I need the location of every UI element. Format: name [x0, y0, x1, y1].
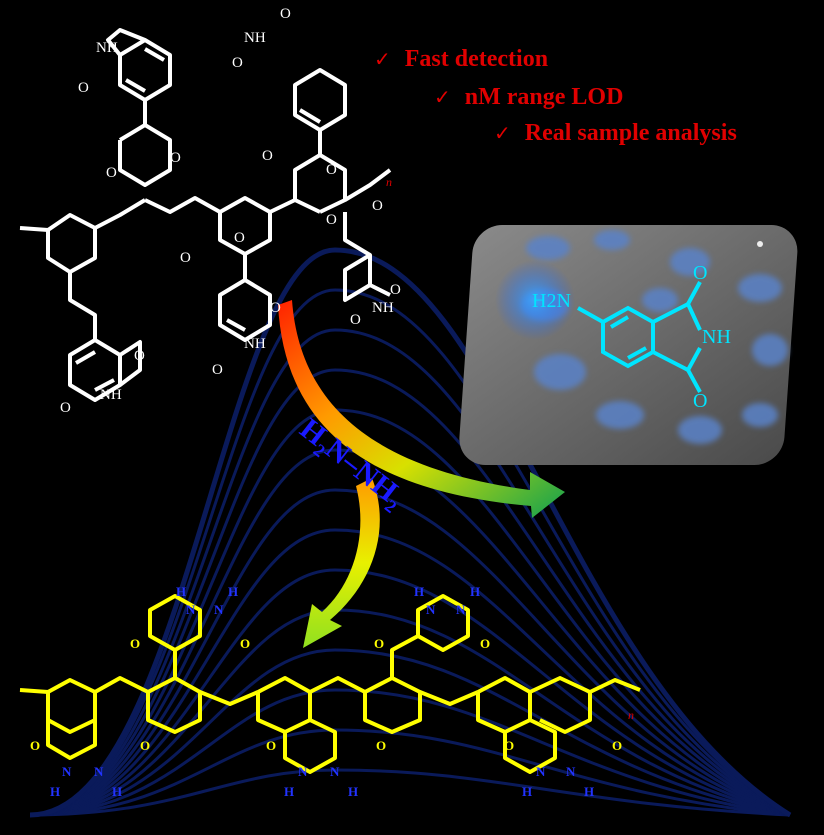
- fluorophore-nh: NH: [702, 326, 731, 348]
- claim-nm-lod: ✓ nM range LOD: [434, 84, 623, 111]
- product-o-4: O: [480, 636, 491, 651]
- product-n-8: N: [330, 764, 340, 779]
- probe-nh-2: NH: [244, 30, 266, 46]
- probe-o-13: O: [212, 362, 223, 378]
- cell-imaging-panel: [459, 225, 798, 465]
- probe-nh-1: NH: [96, 40, 118, 56]
- spectrum-curve: [29, 768, 791, 817]
- product-o-5: O: [30, 738, 41, 753]
- probe-o-12: O: [270, 300, 281, 316]
- product-o-7: O: [266, 738, 277, 753]
- probe-o-5: O: [232, 55, 243, 71]
- product-o-9: O: [504, 738, 515, 753]
- claim-real-sample: ✓ Real sample analysis: [494, 120, 737, 147]
- spectrum-curve: [29, 568, 791, 817]
- product-n-3: N: [426, 602, 436, 617]
- probe-o-2: O: [106, 165, 117, 181]
- fluorophore-o-bottom: O: [693, 390, 708, 412]
- product-h-5: H: [50, 784, 61, 799]
- probe-o-11: O: [372, 198, 383, 214]
- product-o-10: O: [612, 738, 623, 753]
- spectrum-curve: [29, 688, 791, 817]
- product-h-1: H: [176, 584, 187, 599]
- product-o-3: O: [374, 636, 385, 651]
- product-n-6: N: [94, 764, 104, 779]
- probe-polymer-structure: [19, 28, 392, 402]
- probe-o-15: O: [350, 312, 361, 328]
- reaction-arrows: [278, 300, 565, 648]
- probe-o-7: O: [326, 162, 337, 178]
- probe-o-3: O: [170, 150, 181, 166]
- check-icon: ✓: [494, 121, 511, 145]
- probe-nh-4: NH: [372, 300, 394, 316]
- product-h-2: H: [228, 584, 239, 599]
- product-h-3: H: [414, 584, 425, 599]
- spectrum-curve: [29, 488, 791, 817]
- product-o-2: O: [240, 636, 251, 651]
- spectrum-curve: [29, 528, 791, 817]
- probe-o-1: O: [78, 80, 89, 96]
- product-h-7: H: [284, 784, 295, 799]
- check-icon: ✓: [374, 47, 391, 71]
- product-n-5: N: [62, 764, 72, 779]
- probe-nh-5: NH: [100, 387, 122, 403]
- spectrum-curve: [29, 247, 792, 818]
- aminophthalimide-structure: [577, 281, 702, 393]
- probe-o-10: O: [326, 212, 337, 228]
- spectrum-curve: [29, 288, 791, 817]
- product-repeat-n: n: [628, 708, 634, 722]
- spectrum-curve: [29, 648, 791, 817]
- claim-text: Fast detection: [404, 46, 549, 72]
- product-n-1: N: [186, 602, 196, 617]
- product-h-6: H: [112, 784, 123, 799]
- probe-o-4: O: [280, 6, 291, 22]
- probe-repeat-n: n: [386, 175, 392, 189]
- product-n-10: N: [566, 764, 576, 779]
- product-o-8: O: [376, 738, 387, 753]
- probe-o-8: O: [180, 250, 191, 266]
- product-o-6: O: [140, 738, 151, 753]
- product-h-10: H: [584, 784, 595, 799]
- probe-o-14: O: [390, 282, 401, 298]
- product-n-4: N: [456, 602, 466, 617]
- probe-o-9: O: [234, 230, 245, 246]
- product-h-8: H: [348, 784, 359, 799]
- spectrum-curve: [29, 728, 791, 817]
- product-polymer-structure: [19, 594, 641, 774]
- product-h-9: H: [522, 784, 533, 799]
- probe-nh-3: NH: [244, 336, 266, 352]
- fluorophore-amine-label: H2N: [532, 290, 571, 312]
- product-n-9: N: [536, 764, 546, 779]
- claim-fast-detection: ✓ Fast detection: [374, 46, 548, 73]
- probe-o-6: O: [262, 148, 273, 164]
- probe-o-17: O: [60, 400, 71, 416]
- spectrum-curve: [29, 328, 791, 817]
- claim-text: nM range LOD: [464, 84, 624, 110]
- spectrum-curve: [29, 368, 791, 817]
- product-n-7: N: [298, 764, 308, 779]
- probe-o-16: O: [134, 348, 145, 364]
- fluorophore-o-top: O: [693, 262, 708, 284]
- claim-text: Real sample analysis: [524, 120, 737, 146]
- fluorescence-spectra: [29, 247, 792, 818]
- product-n-2: N: [214, 602, 224, 617]
- product-h-4: H: [470, 584, 481, 599]
- check-icon: ✓: [434, 85, 451, 109]
- product-o-1: O: [130, 636, 141, 651]
